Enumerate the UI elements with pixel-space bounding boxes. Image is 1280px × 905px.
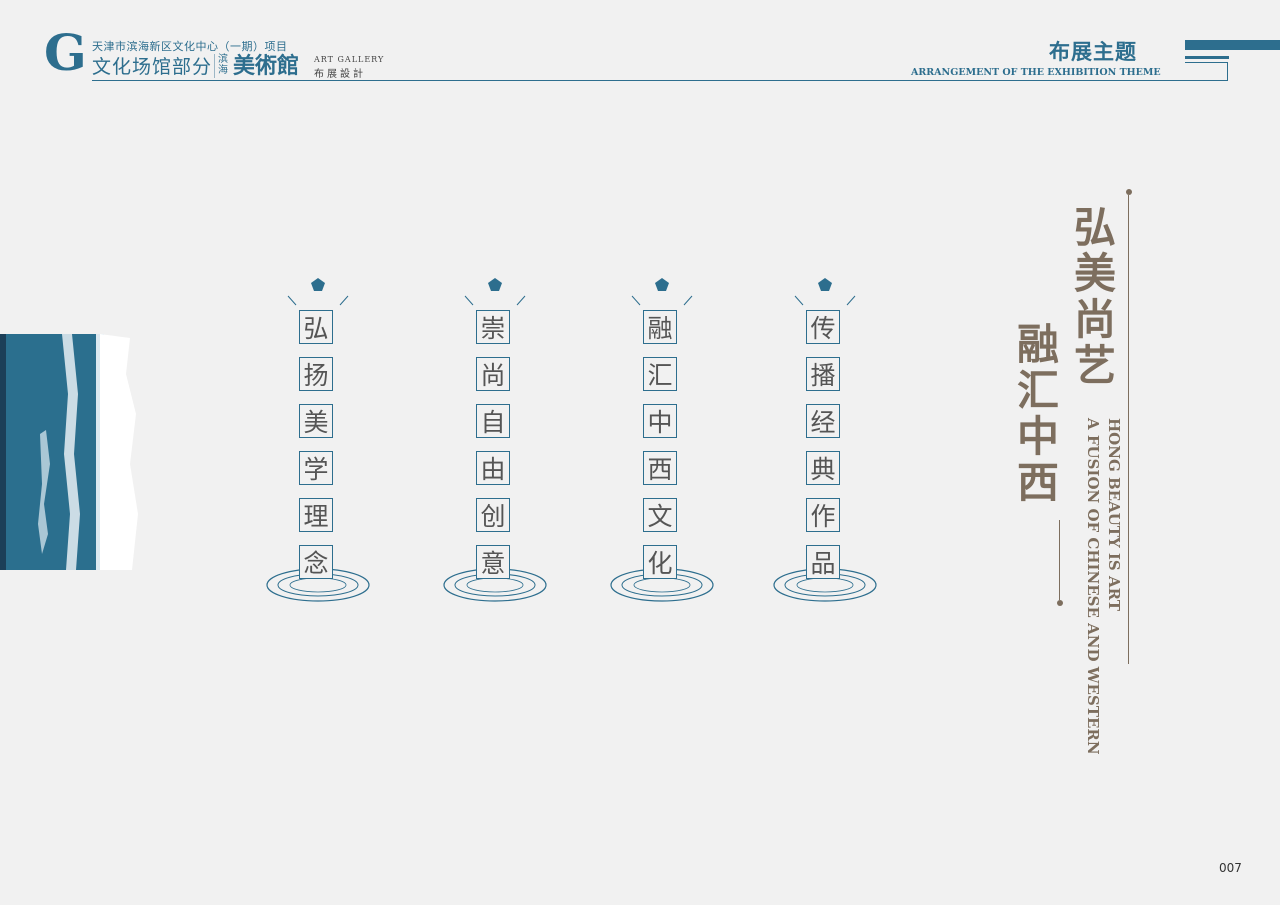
logo-letter: G [44, 26, 87, 76]
theme-char: 融 [643, 310, 677, 344]
theme-char: 传 [806, 310, 840, 344]
theme-char: 化 [643, 545, 677, 579]
main-title-english: HONG BEAUTY IS ART A FUSION OF CHINESE A… [1084, 418, 1123, 755]
pentagon-icon [488, 278, 502, 291]
project-line: 天津市滨海新区文化中心（一期）项目 [92, 40, 288, 53]
section-title-english: ARRANGEMENT OF THE EXHIBITION THEME [911, 67, 1161, 78]
header-rule [92, 80, 1228, 81]
pentagon-icon [818, 278, 832, 291]
theme-char: 自 [476, 404, 510, 438]
theme-char: 经 [806, 404, 840, 438]
gallery-name: 美術館 [233, 53, 300, 79]
theme-char: 作 [806, 498, 840, 532]
theme-char: 念 [299, 545, 333, 579]
venue-line: 文化场馆部分 [92, 56, 213, 78]
theme-column-1: 弘 扬 美 学 理 念 [263, 275, 373, 610]
title-dot-bottom [1057, 600, 1063, 606]
main-title-line-2: 融汇中西 [1017, 320, 1060, 507]
theme-char: 尚 [476, 357, 510, 391]
title-rule-short [1059, 520, 1060, 600]
theme-char: 由 [476, 451, 510, 485]
gallery-subtitle: 布展設計 [314, 69, 366, 80]
theme-char: 典 [806, 451, 840, 485]
title-rule [1128, 195, 1129, 664]
page-number: 007 [1219, 861, 1242, 875]
ink-brush-decoration [0, 334, 138, 570]
header-accent-bar [1185, 40, 1280, 50]
logo-g-icon: G [44, 26, 87, 76]
theme-char: 汇 [643, 357, 677, 391]
theme-column-2: 崇 尚 自 由 创 意 [440, 275, 550, 610]
main-title-line-1: 弘美尚艺 [1074, 203, 1117, 390]
pentagon-icon [311, 278, 325, 291]
theme-char: 理 [299, 498, 333, 532]
theme-column-4: 传 播 经 典 作 品 [770, 275, 880, 610]
binhai-label: 滨海 [218, 54, 228, 76]
theme-char: 意 [476, 545, 510, 579]
theme-char: 扬 [299, 357, 333, 391]
theme-char: 美 [299, 404, 333, 438]
section-title: 布展主题 [1049, 40, 1137, 64]
theme-char: 西 [643, 451, 677, 485]
theme-char: 学 [299, 451, 333, 485]
header-bracket [1185, 62, 1228, 80]
theme-char: 品 [806, 545, 840, 579]
theme-char: 创 [476, 498, 510, 532]
theme-char: 中 [643, 404, 677, 438]
theme-column-3: 融 汇 中 西 文 化 [607, 275, 717, 610]
title-dot-top [1126, 189, 1132, 195]
theme-char: 崇 [476, 310, 510, 344]
theme-char: 文 [643, 498, 677, 532]
header-divider [214, 54, 215, 78]
gallery-english: ART GALLERY [314, 55, 385, 64]
pentagon-icon [655, 278, 669, 291]
column-ornament [443, 278, 547, 602]
header-accent-bar-thin [1185, 56, 1229, 59]
theme-char: 播 [806, 357, 840, 391]
theme-char: 弘 [299, 310, 333, 344]
